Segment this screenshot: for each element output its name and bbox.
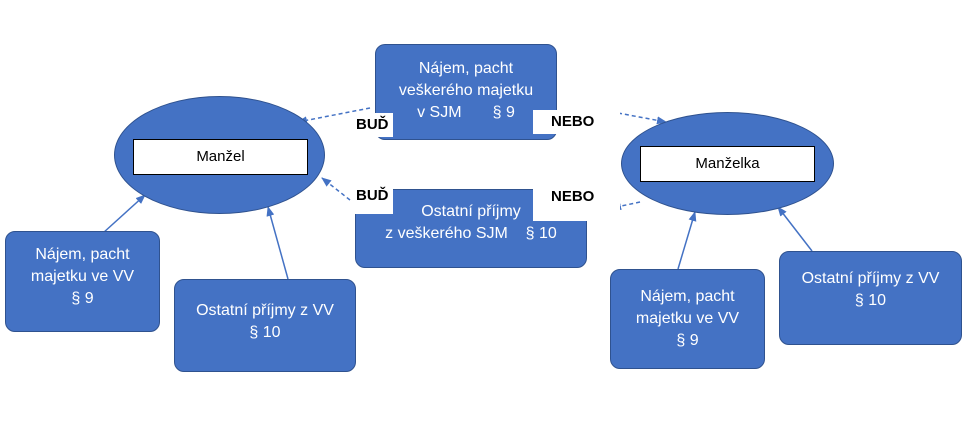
right-rent-line-2: majetku ve VV <box>635 310 740 327</box>
right-rent-box: Nájem, pacht majetku ve VV § 9 <box>610 269 765 369</box>
left-other-line-1: Ostatní příjmy z VV <box>196 302 334 319</box>
left-rent-line-1: Nájem, pacht <box>35 246 130 263</box>
center-top-line-2: veškerého majetku <box>398 82 534 99</box>
center-bottom-box: Ostatní příjmy z veškerého SJM § 10 <box>355 189 587 268</box>
center-bottom-line-2: z veškerého SJM § 10 <box>385 225 557 242</box>
right-other-line-1: Ostatní příjmy z VV <box>801 270 940 287</box>
center-bottom-line-1: Ostatní příjmy <box>421 203 521 220</box>
center-top-box: Nájem, pacht veškerého majetku v SJM § 9 <box>375 44 557 140</box>
left-rent-line-2: majetku ve VV <box>30 268 135 285</box>
center-top-line-3: v SJM § 9 <box>417 104 515 121</box>
right-rent-line-1: Nájem, pacht <box>640 288 735 305</box>
arrow-right-rent-to-wife <box>677 211 697 270</box>
either-label-top: BUĎ <box>352 113 393 137</box>
right-rent-line-3: § 9 <box>676 332 699 349</box>
right-other-line-2: § 10 <box>854 292 887 309</box>
arrow-center-bottom-to-husband <box>321 177 351 201</box>
husband-label: Manžel <box>133 139 308 175</box>
left-other-box: Ostatní příjmy z VV § 10 <box>174 279 356 372</box>
arrow-left-rent-to-husband <box>102 194 146 234</box>
wife-label: Manželka <box>640 146 815 182</box>
right-other-box: Ostatní příjmy z VV § 10 <box>779 251 962 345</box>
left-rent-box: Nájem, pacht majetku ve VV § 9 <box>5 231 160 332</box>
arrow-left-other-to-husband <box>266 206 289 280</box>
arrow-center-top-to-husband <box>297 107 371 125</box>
left-other-line-2: § 10 <box>249 324 281 341</box>
either-label-bottom: BUĎ <box>352 184 393 214</box>
or-label-bottom: NEBO <box>533 185 621 221</box>
center-top-line-1: Nájem, pacht <box>418 60 514 77</box>
left-rent-line-3: § 9 <box>71 290 94 307</box>
arrow-center-top-to-wife <box>617 112 667 125</box>
arrow-right-other-to-wife <box>777 206 813 252</box>
or-label-top: NEBO <box>533 110 621 134</box>
